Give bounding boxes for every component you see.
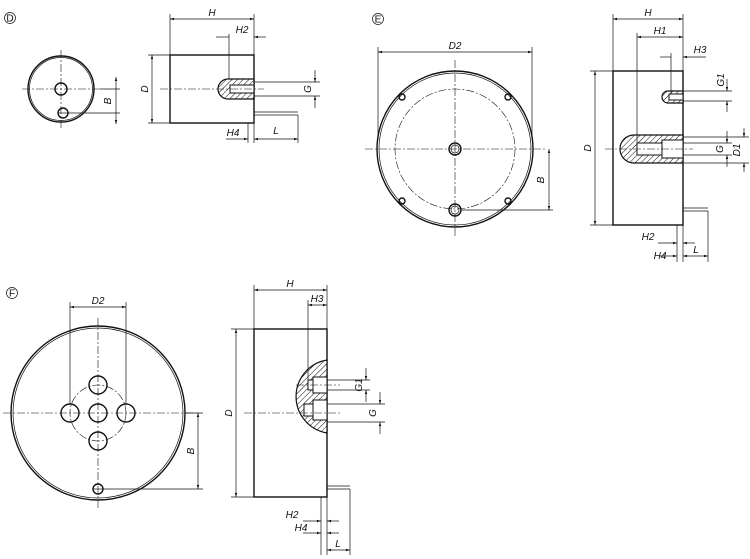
dim-d1: D1 [732,144,743,157]
dim-l: L [693,245,699,256]
view-label-d: D [6,14,13,25]
view-label-e: E [375,15,382,26]
side-view-d: H H2 D G H4 L [140,8,320,143]
dim-b: B [186,447,197,454]
front-view-d: B [22,50,120,128]
front-view-e: D2 B [365,41,553,238]
dim-h3: H3 [311,294,324,305]
dim-b: B [536,176,547,183]
dim-h: H [286,279,294,290]
dim-h4: H4 [227,128,240,139]
dim-d: D [224,409,235,416]
dim-b: B [103,97,114,104]
dim-h2: H2 [642,232,655,243]
dim-h: H [208,8,216,19]
dim-g: G [303,85,314,93]
front-view-f: D2 B [3,296,203,508]
dim-d: D [583,144,594,151]
dim-g1: G1 [716,73,727,86]
dim-l: L [273,126,279,137]
dim-g1: G1 [354,378,365,391]
view-f: F D2 B H H3 G1 G D H2 H4 L [3,279,385,555]
dim-g: G [368,409,379,417]
dim-h3: H3 [694,45,707,56]
dim-h2: H2 [236,25,249,36]
view-d: D B H H2 D G H4 L [4,8,320,143]
view-label-f: F [9,289,15,300]
dim-h2: H2 [286,510,299,521]
view-label-circle [4,12,16,24]
dim-h1: H1 [654,26,667,37]
side-view-f: H H3 G1 G D H2 H4 L [224,279,385,555]
dim-d2: D2 [92,296,105,307]
dim-g: G [715,145,726,153]
dim-l: L [335,539,341,550]
dim-d2: D2 [449,41,462,52]
dim-h4: H4 [654,251,667,262]
dim-h: H [644,8,652,19]
side-view-e: H H1 H3 G1 G D1 D H2 H4 L [583,8,749,262]
view-e: E D2 B H H1 H3 G1 G D1 D H2 H4 L [365,8,749,262]
dim-d: D [140,85,151,92]
dim-h4: H4 [295,523,308,534]
